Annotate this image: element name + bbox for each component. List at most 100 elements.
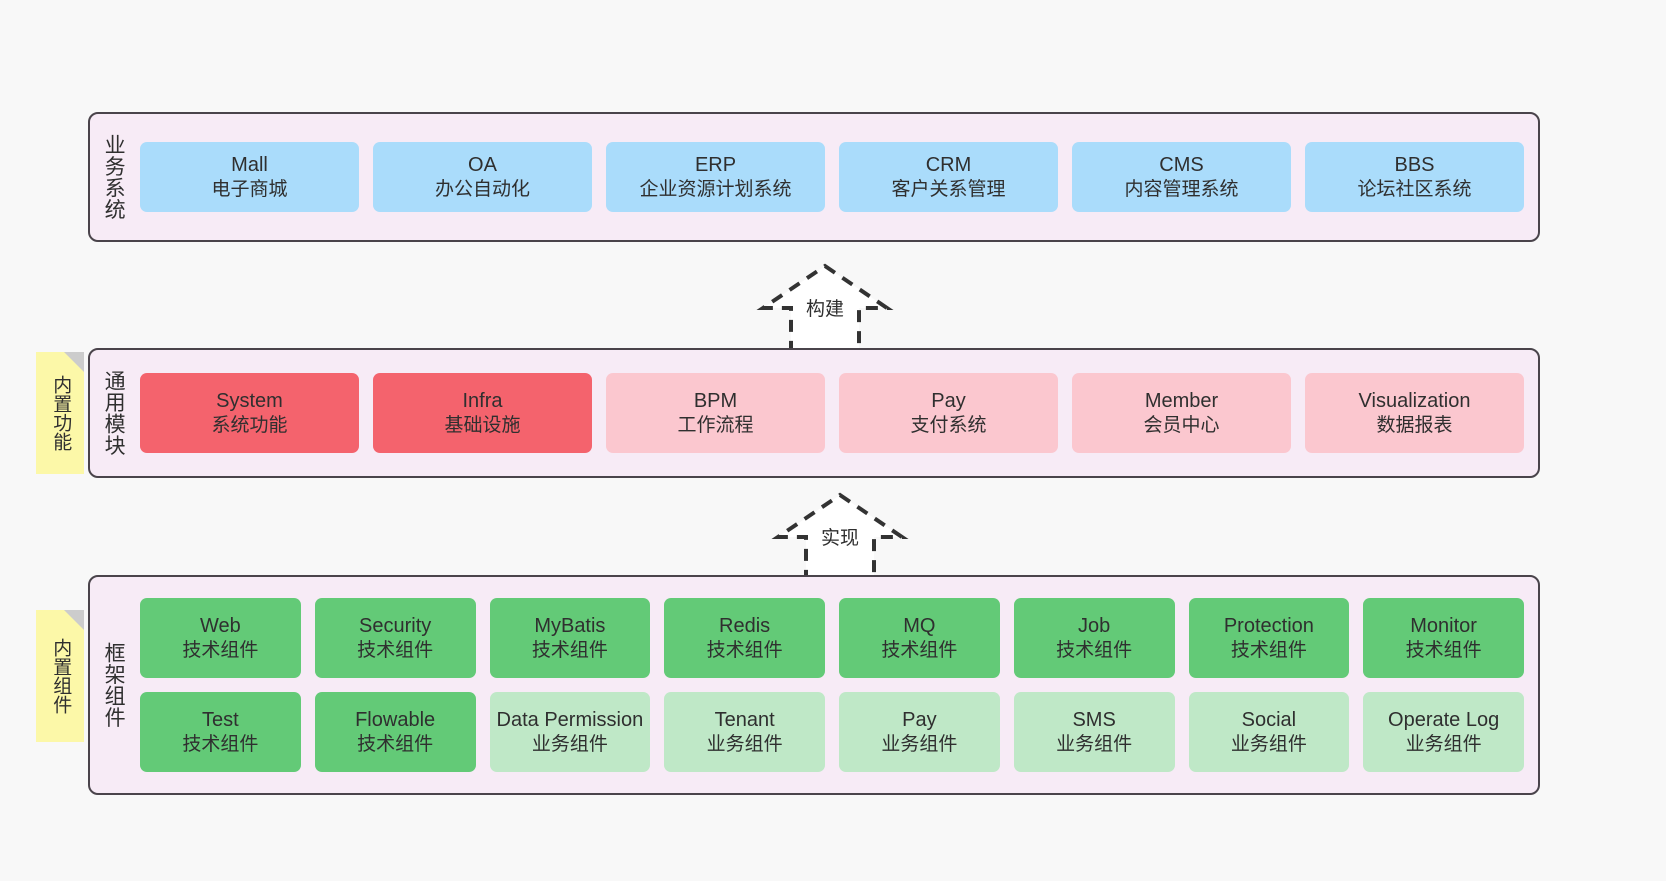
card-cms-subtitle: 内容管理系统: [1124, 178, 1239, 200]
framework-components-grid: Web 技术组件 Security 技术组件 MyBatis 技术组件 Redi…: [140, 598, 1524, 772]
business-system-card-row: Mall 电子商城 OA 办公自动化 ERP 企业资源计划系统 CRM 客户关系…: [140, 142, 1524, 212]
card-protection[interactable]: Protection 技术组件: [1188, 598, 1350, 678]
card-protection-subtitle: 技术组件: [1230, 639, 1307, 661]
card-tenant[interactable]: Tenant 业务组件: [664, 692, 825, 772]
card-redis[interactable]: Redis 技术组件: [664, 598, 825, 678]
card-protection-title: Protection: [1223, 615, 1314, 638]
card-bpm-subtitle: 工作流程: [677, 414, 754, 436]
connector-build: 构建: [735, 258, 915, 358]
card-crm[interactable]: CRM 客户关系管理: [839, 142, 1058, 212]
card-oa-subtitle: 办公自动化: [434, 178, 530, 200]
card-sms-title: SMS: [1072, 709, 1116, 732]
sticky-note-builtin-functions-label: 内置功能: [50, 375, 72, 451]
sticky-note-builtin-components: 内置组件: [36, 610, 84, 742]
framework-row-business: Test 技术组件 Flowable 技术组件 Data Permission …: [140, 692, 1524, 772]
card-visualization[interactable]: Visualization 数据报表: [1305, 373, 1524, 453]
sticky-fold-corner-icon: [64, 610, 84, 630]
card-system[interactable]: System 系统功能: [140, 373, 359, 453]
card-oa-title: OA: [468, 154, 497, 177]
card-member-subtitle: 会员中心: [1143, 414, 1220, 436]
card-mall-title: Mall: [231, 154, 268, 177]
card-visualization-subtitle: 数据报表: [1376, 414, 1453, 436]
card-infra[interactable]: Infra 基础设施: [373, 373, 592, 453]
card-sms-subtitle: 业务组件: [1056, 733, 1133, 755]
card-pay-module[interactable]: Pay 支付系统: [839, 373, 1058, 453]
card-data-permission[interactable]: Data Permission 业务组件: [489, 692, 651, 772]
card-test-subtitle: 技术组件: [182, 733, 259, 755]
connector-realize-label: 实现: [820, 528, 860, 549]
sticky-fold-corner-icon: [64, 352, 84, 372]
card-bpm[interactable]: BPM 工作流程: [606, 373, 825, 453]
card-flowable-title: Flowable: [355, 709, 436, 732]
card-tenant-title: Tenant: [714, 709, 775, 732]
card-pay-component[interactable]: Pay 业务组件: [839, 692, 1000, 772]
card-test-title: Test: [202, 709, 239, 732]
card-erp-subtitle: 企业资源计划系统: [639, 178, 792, 200]
layer-framework-components: 框架组件 Web 技术组件 Security 技术组件 MyBatis 技术组件: [88, 575, 1540, 795]
sticky-note-builtin-functions: 内置功能: [36, 352, 84, 474]
layer-common-modules: 通用模块 System 系统功能 Infra 基础设施 BPM 工作流程 Pay: [88, 348, 1540, 478]
card-erp-title: ERP: [694, 154, 737, 177]
card-social-subtitle: 业务组件: [1230, 733, 1307, 755]
card-web-subtitle: 技术组件: [182, 639, 259, 661]
card-bpm-title: BPM: [693, 390, 738, 413]
card-system-title: System: [216, 390, 283, 413]
card-crm-title: CRM: [925, 154, 972, 177]
card-bbs-title: BBS: [1394, 154, 1435, 177]
card-mq[interactable]: MQ 技术组件: [839, 598, 1000, 678]
card-bbs[interactable]: BBS 论坛社区系统: [1305, 142, 1524, 212]
card-mall[interactable]: Mall 电子商城: [140, 142, 359, 212]
card-cms[interactable]: CMS 内容管理系统: [1072, 142, 1291, 212]
card-system-subtitle: 系统功能: [211, 414, 288, 436]
card-job-subtitle: 技术组件: [1056, 639, 1133, 661]
card-job[interactable]: Job 技术组件: [1013, 598, 1175, 678]
card-pay-component-subtitle: 业务组件: [881, 733, 958, 755]
card-tenant-subtitle: 业务组件: [706, 733, 783, 755]
card-security-title: Security: [359, 615, 432, 638]
card-mall-subtitle: 电子商城: [211, 178, 288, 200]
card-erp[interactable]: ERP 企业资源计划系统: [606, 142, 825, 212]
layer-business-system-body: Mall 电子商城 OA 办公自动化 ERP 企业资源计划系统 CRM 客户关系…: [136, 114, 1538, 240]
card-web-title: Web: [199, 615, 241, 638]
connector-build-label: 构建: [805, 299, 845, 320]
card-pay-module-title: Pay: [931, 390, 966, 413]
card-member[interactable]: Member 会员中心: [1072, 373, 1291, 453]
sticky-note-builtin-components-label: 内置组件: [50, 638, 72, 714]
card-pay-module-subtitle: 支付系统: [910, 414, 987, 436]
card-data-permission-title: Data Permission: [496, 709, 644, 732]
card-bbs-subtitle: 论坛社区系统: [1357, 178, 1472, 200]
card-infra-subtitle: 基础设施: [444, 414, 521, 436]
card-security-subtitle: 技术组件: [357, 639, 434, 661]
layer-business-system-title: 业务系统: [102, 134, 126, 220]
card-monitor-title: Monitor: [1410, 615, 1477, 638]
card-mybatis[interactable]: MyBatis 技术组件: [489, 598, 651, 678]
card-operate-log-subtitle: 业务组件: [1405, 733, 1482, 755]
layer-business-system: 业务系统 Mall 电子商城 OA 办公自动化 ERP 企业资源计划系统 CRM: [88, 112, 1540, 242]
card-social-title: Social: [1241, 709, 1297, 732]
card-flowable[interactable]: Flowable 技术组件: [314, 692, 476, 772]
card-monitor-subtitle: 技术组件: [1405, 639, 1482, 661]
card-infra-title: Infra: [462, 390, 503, 413]
layer-common-modules-title: 通用模块: [102, 370, 126, 456]
card-mybatis-subtitle: 技术组件: [531, 639, 608, 661]
card-redis-title: Redis: [719, 615, 771, 638]
card-operate-log[interactable]: Operate Log 业务组件: [1363, 692, 1524, 772]
layer-framework-components-title: 框架组件: [102, 642, 126, 728]
card-monitor[interactable]: Monitor 技术组件: [1363, 598, 1524, 678]
card-flowable-subtitle: 技术组件: [357, 733, 434, 755]
card-member-title: Member: [1144, 390, 1219, 413]
card-redis-subtitle: 技术组件: [706, 639, 783, 661]
layer-common-modules-body: System 系统功能 Infra 基础设施 BPM 工作流程 Pay 支付系统…: [136, 350, 1538, 476]
card-social[interactable]: Social 业务组件: [1188, 692, 1350, 772]
card-test[interactable]: Test 技术组件: [140, 692, 301, 772]
card-web[interactable]: Web 技术组件: [140, 598, 301, 678]
layer-framework-components-body: Web 技术组件 Security 技术组件 MyBatis 技术组件 Redi…: [136, 577, 1538, 793]
card-oa[interactable]: OA 办公自动化: [373, 142, 592, 212]
card-visualization-title: Visualization: [1358, 390, 1471, 413]
card-sms[interactable]: SMS 业务组件: [1013, 692, 1175, 772]
card-mq-title: MQ: [903, 615, 936, 638]
card-job-title: Job: [1078, 615, 1111, 638]
card-security[interactable]: Security 技术组件: [314, 598, 476, 678]
card-cms-title: CMS: [1159, 154, 1204, 177]
